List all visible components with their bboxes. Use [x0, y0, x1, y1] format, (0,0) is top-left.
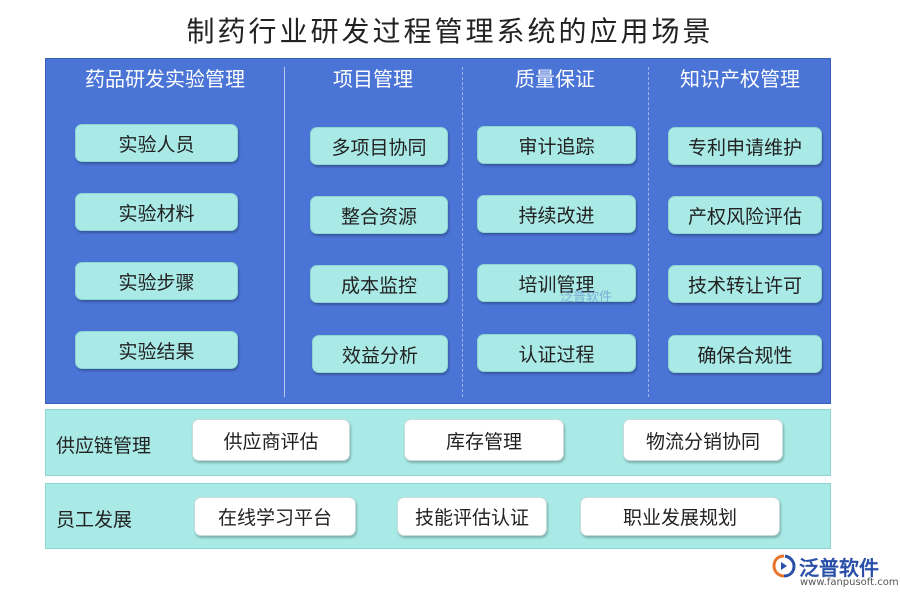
node-box: 审计追踪: [477, 126, 636, 164]
band-label: 员工发展: [56, 509, 133, 531]
node-box: 多项目协同: [310, 127, 448, 165]
node-box: 供应商评估: [192, 419, 350, 461]
node-box: 库存管理: [404, 419, 564, 461]
page-title: 制药行业研发过程管理系统的应用场景: [186, 15, 714, 48]
node-box: 成本监控: [310, 265, 448, 303]
node-box: 实验人员: [75, 124, 238, 162]
node-box: 整合资源: [310, 196, 448, 234]
column-header: 药品研发实验管理: [85, 67, 245, 91]
node-box: 实验结果: [75, 331, 238, 369]
node-box: 实验步骤: [75, 262, 238, 300]
main-panel: 药品研发实验管理 实验人员 实验材料 实验步骤 实验结果 项目管理 多项目协同 …: [45, 58, 831, 404]
column-rd-experiment: 药品研发实验管理 实验人员 实验材料 实验步骤 实验结果: [46, 59, 284, 403]
column-divider: [648, 67, 649, 397]
column-header: 项目管理: [333, 67, 413, 91]
watermark: 泛普软件: [560, 290, 613, 305]
column-project: 项目管理 多项目协同 整合资源 成本监控 效益分析: [284, 59, 462, 403]
node-box: 持续改进: [477, 195, 636, 233]
column-divider: [284, 67, 285, 397]
node-box: 认证过程: [477, 334, 636, 372]
node-box: 在线学习平台: [194, 497, 356, 536]
band-label: 供应链管理: [56, 435, 152, 457]
column-header: 质量保证: [515, 67, 595, 91]
node-box: 培训管理: [477, 264, 636, 302]
node-box: 物流分销协同: [623, 419, 783, 461]
node-box: 职业发展规划: [580, 497, 780, 536]
node-box: 产权风险评估: [668, 196, 822, 234]
node-box: 实验材料: [75, 193, 238, 231]
column-divider: [462, 67, 463, 397]
node-box: 效益分析: [312, 335, 448, 373]
node-box: 技能评估认证: [397, 497, 547, 536]
column-ip: 知识产权管理 专利申请维护 产权风险评估 技术转让许可 确保合规性: [648, 59, 832, 403]
brand-logo-icon: [772, 554, 796, 578]
employee-band: 员工发展 在线学习平台 技能评估认证 职业发展规划: [45, 483, 831, 549]
brand-name: 泛普软件: [799, 556, 879, 580]
column-header: 知识产权管理: [680, 67, 800, 91]
node-box: 确保合规性: [668, 335, 822, 373]
node-box: 专利申请维护: [668, 127, 822, 165]
node-box: 技术转让许可: [668, 265, 822, 303]
brand-url: www.fanpusoft.com: [800, 577, 899, 588]
column-quality: 质量保证 审计追踪 持续改进 培训管理 认证过程: [462, 59, 648, 403]
brand-logo: 泛普软件 www.fanpusoft.com: [772, 552, 899, 592]
supply-chain-band: 供应链管理 供应商评估 库存管理 物流分销协同: [45, 409, 831, 476]
